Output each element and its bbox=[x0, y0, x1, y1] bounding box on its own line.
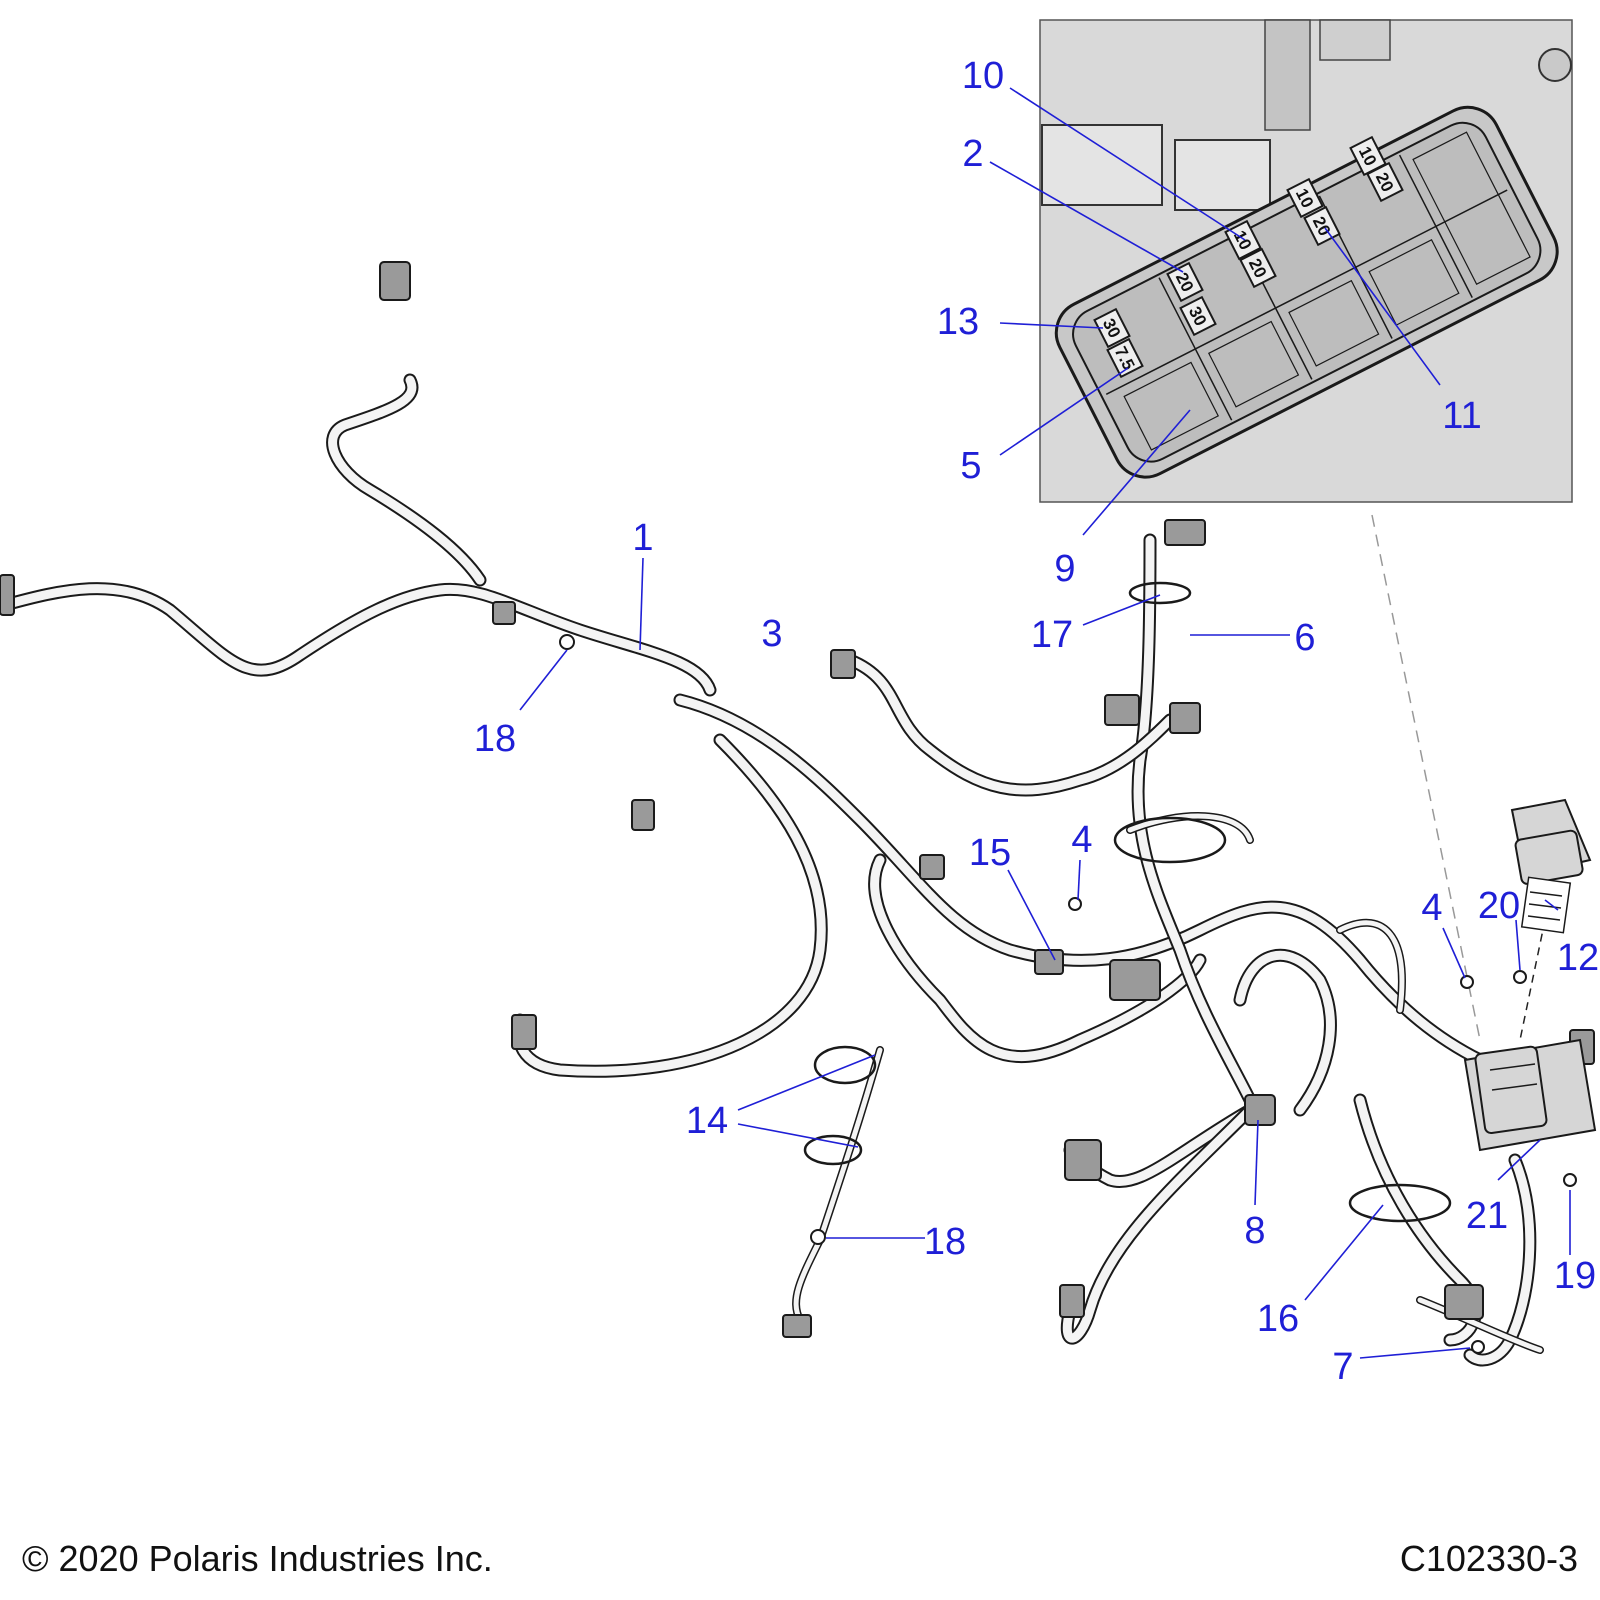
callout-1: 1 bbox=[632, 517, 653, 559]
connector bbox=[0, 574, 15, 616]
connector bbox=[782, 1314, 812, 1338]
connector bbox=[1164, 519, 1206, 546]
connector bbox=[1109, 959, 1161, 1001]
callout-5: 5 bbox=[960, 445, 981, 487]
callout-10: 10 bbox=[962, 55, 1004, 97]
harness-connectors bbox=[0, 261, 1595, 1338]
fuse-30-right: 30 bbox=[1179, 295, 1217, 337]
detail-projection-line bbox=[1371, 514, 1481, 1041]
callout-19: 19 bbox=[1554, 1255, 1596, 1297]
callout-3: 3 bbox=[761, 613, 782, 655]
connector bbox=[830, 649, 856, 679]
harness-fuse-box bbox=[1463, 1038, 1597, 1152]
callout-6: 6 bbox=[1294, 617, 1315, 659]
connector bbox=[1169, 702, 1201, 734]
callout-4-right: 4 bbox=[1421, 887, 1442, 929]
fuse-10-b: 10 bbox=[1286, 177, 1324, 219]
connector bbox=[1064, 1139, 1102, 1181]
main-harness bbox=[0, 373, 1544, 1367]
fuse-box-inset: 30 7.5 20 30 10 20 10 20 bbox=[1039, 19, 1573, 503]
fuse-box-cover bbox=[1510, 798, 1592, 885]
callout-8: 8 bbox=[1244, 1210, 1265, 1252]
callout-20: 20 bbox=[1478, 885, 1520, 927]
fuse-30-left: 30 bbox=[1093, 307, 1131, 349]
callout-17: 17 bbox=[1031, 614, 1073, 656]
callout-labels: 10 2 13 5 9 11 1 3 18 17 6 15 4 4 20 12 … bbox=[474, 55, 1599, 1388]
connector bbox=[631, 799, 655, 831]
callout-18-lower: 18 bbox=[924, 1221, 966, 1263]
fuse-7-5: 7.5 bbox=[1106, 337, 1144, 379]
fuse-cover-projection-line bbox=[1519, 919, 1546, 1041]
connector bbox=[1059, 1284, 1085, 1318]
callout-4-center: 4 bbox=[1071, 819, 1092, 861]
fuse-20-b: 20 bbox=[1239, 247, 1277, 289]
connector bbox=[1244, 1094, 1276, 1126]
callout-14: 14 bbox=[686, 1100, 728, 1142]
connector bbox=[1444, 1284, 1484, 1320]
callout-21: 21 bbox=[1466, 1195, 1508, 1237]
callout-18-upper: 18 bbox=[474, 718, 516, 760]
connector bbox=[1034, 949, 1064, 975]
drawing-number: C102330-3 bbox=[1399, 1538, 1578, 1579]
connector bbox=[511, 1014, 537, 1050]
leader-lines bbox=[519, 87, 1571, 1359]
copyright-notice: © 2020 Polaris Industries Inc. bbox=[22, 1538, 493, 1579]
fuse-20-d: 20 bbox=[1366, 161, 1404, 203]
callout-11: 11 bbox=[1442, 395, 1481, 437]
callout-7: 7 bbox=[1332, 1346, 1353, 1388]
callout-2: 2 bbox=[962, 133, 983, 175]
connector bbox=[492, 601, 516, 625]
callout-12: 12 bbox=[1557, 937, 1599, 979]
callout-9: 9 bbox=[1054, 548, 1075, 590]
cable-ties bbox=[803, 581, 1452, 1223]
callout-16: 16 bbox=[1257, 1298, 1299, 1340]
fuse-label-sheet bbox=[1520, 876, 1572, 934]
harness-clips bbox=[559, 634, 1577, 1354]
callout-13: 13 bbox=[937, 301, 979, 343]
connector bbox=[1104, 694, 1140, 726]
fuse-10-a: 10 bbox=[1224, 219, 1262, 261]
connector bbox=[919, 854, 945, 880]
connector bbox=[379, 261, 411, 301]
callout-15: 15 bbox=[969, 832, 1011, 874]
